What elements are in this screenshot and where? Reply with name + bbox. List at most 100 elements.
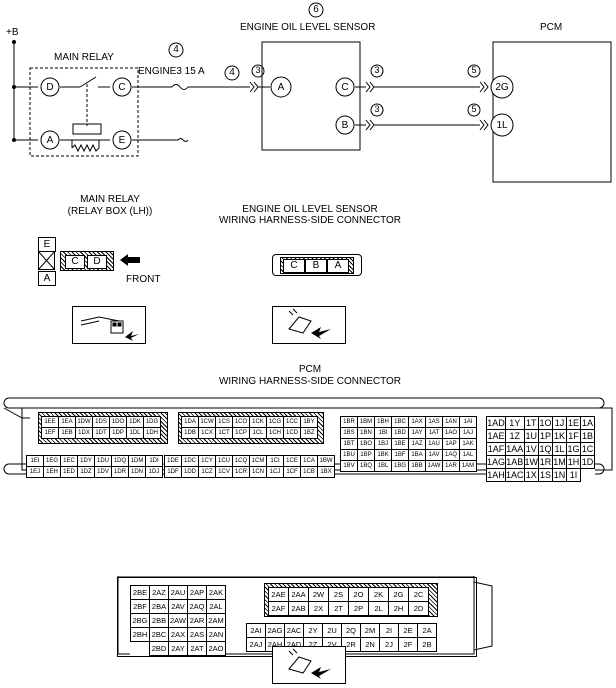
pcm-pin: 1CQ [232,455,250,467]
pcm-pin: 1CT [215,427,233,439]
pcm-pin: 1CE [283,455,301,467]
pcm-pin: 1EB [58,427,76,439]
pcm-pin: 1CC [283,416,301,428]
pcm-pin: 1CP [232,427,250,439]
pcm-pin: 1BD [391,427,409,439]
pcm-pin: 1CN [249,466,267,478]
pcm-pin: 2AE [268,587,289,602]
relay-pin-e: E [38,237,56,252]
pcm-pin: 2J [379,637,399,652]
pcm-pin: 1N [552,468,568,482]
pcm-pin: 1AD [485,416,507,430]
pcm-pin: 1EA [58,416,76,428]
pcm-pin: 1CK [249,416,267,428]
pcm-pin: 2T [328,601,349,616]
pcm-pin: 1A [580,416,596,430]
fuse-label: ENGINE3 15 A [138,66,205,77]
pcm-pin: 2K [368,587,389,602]
pcm-pin: 1CA [300,455,318,467]
pcm-pin: 2AQ [187,599,207,614]
pcm-pin: 1CV [215,466,233,478]
pcm-pin: 1BK [374,449,392,461]
pcm-pin: 1V [523,442,540,456]
pcm-pin: 1CI [266,455,284,467]
pcm-pin: 1DM [128,455,146,467]
circle-num: 6 [313,4,319,15]
pcm-pin: 2M [360,623,380,638]
circle-num: 5 [471,104,477,114]
pcm-pin: 2S [328,587,349,602]
relay-pin-a: A [38,271,56,286]
pcm-pin: 2AY [168,641,188,656]
pcm-pin: 1DS [92,416,110,428]
pcm-pin: 2AT [187,641,207,656]
pcm-pin: 1EE [41,416,59,428]
pcm-pin: 1EJ [26,466,44,478]
pcm-pin: 2BA [149,599,169,614]
pcm-terminal-1l: 1L [496,120,508,131]
pcm-pin: 1AA [505,442,525,456]
pcm-pin: 1CJ [266,466,284,478]
sensor-connector-subtitle: WIRING HARNESS-SIDE CONNECTOR [218,215,402,226]
relay-pin-d: D [87,255,107,269]
pcm-pin: 1CY [198,455,216,467]
pcm-pin: 2AK [206,585,226,600]
pcm-pin: 1DY [77,455,95,467]
pcm-pin: 1BT [340,438,358,450]
main-relay-title: MAIN RELAY [54,52,114,63]
pcm-pin: 2AZ [149,585,169,600]
pcm-pin: 1Q [538,442,554,456]
pcm-pin: 1EF [41,427,59,439]
pcm-pin: 1BB [408,460,426,472]
pcm-pin: 2Q [341,623,361,638]
pcm-pin: 1CW [198,416,216,428]
pcm-pin: 2B [417,637,437,652]
pcm-pin: 1DL [126,427,144,439]
pcm-pin: 2AR [187,613,207,628]
relay-connector: E A C D [38,237,118,286]
relay-terminal-c: C [118,82,126,93]
pcm-pin: 2AG [265,623,285,638]
pcm-pin: 1ED [60,466,78,478]
pcm-pin: 2BH [130,627,150,642]
pcm-pin: 1DP [109,427,127,439]
pcm-pin: 2C [408,587,429,602]
pcm-pin: 2BB [149,613,169,628]
pcm-pin: 1BG [391,460,409,472]
pcm-pin: 2O [348,587,369,602]
sensor-connector: C B A [272,254,362,276]
pcm-pin: 2AJ [246,637,266,652]
pcm-pin: 2AW [168,613,188,628]
pcm-pin: 2AC [284,623,304,638]
pcm-pin: 2G [388,587,409,602]
pcm-pin: 1O [538,416,554,430]
sensor-terminal-c: C [341,82,349,93]
front-label: FRONT [126,274,161,285]
pcm-pin: 1BW [317,455,335,467]
pcm-pin: 1AM [459,460,477,472]
pcm-pin: 1K [552,429,568,443]
sensor-terminal-a: A [277,82,285,93]
relay-pin-c: C [65,255,85,269]
relay-terminal-a: A [46,135,54,146]
pcm-pin: 1BF [391,449,409,461]
pcm-pin: 1T [523,416,540,430]
front-arrow-icon [120,254,140,266]
pcm-pin: 2AI [246,623,266,638]
pcm-pin: 1AW [425,460,443,472]
pcm-pin: 2F [398,637,418,652]
pcm-pin [131,642,150,656]
pcm-pin: 1AN [442,416,460,428]
pcm-pin: 1DH [143,427,161,439]
pcm-pin: 2BE [130,585,150,600]
pcm-title: PCM [540,22,563,33]
pcm-pin: 1BO [357,438,375,450]
pcm-pin: 1EC [60,455,78,467]
pcm-pin: 1AV [425,449,443,461]
pcm-pin: 2AP [187,585,207,600]
pcm-pin: 1CZ [198,466,216,478]
pcm-pin: 1BE [391,438,409,450]
pcm-pin: 2BC [149,627,169,642]
